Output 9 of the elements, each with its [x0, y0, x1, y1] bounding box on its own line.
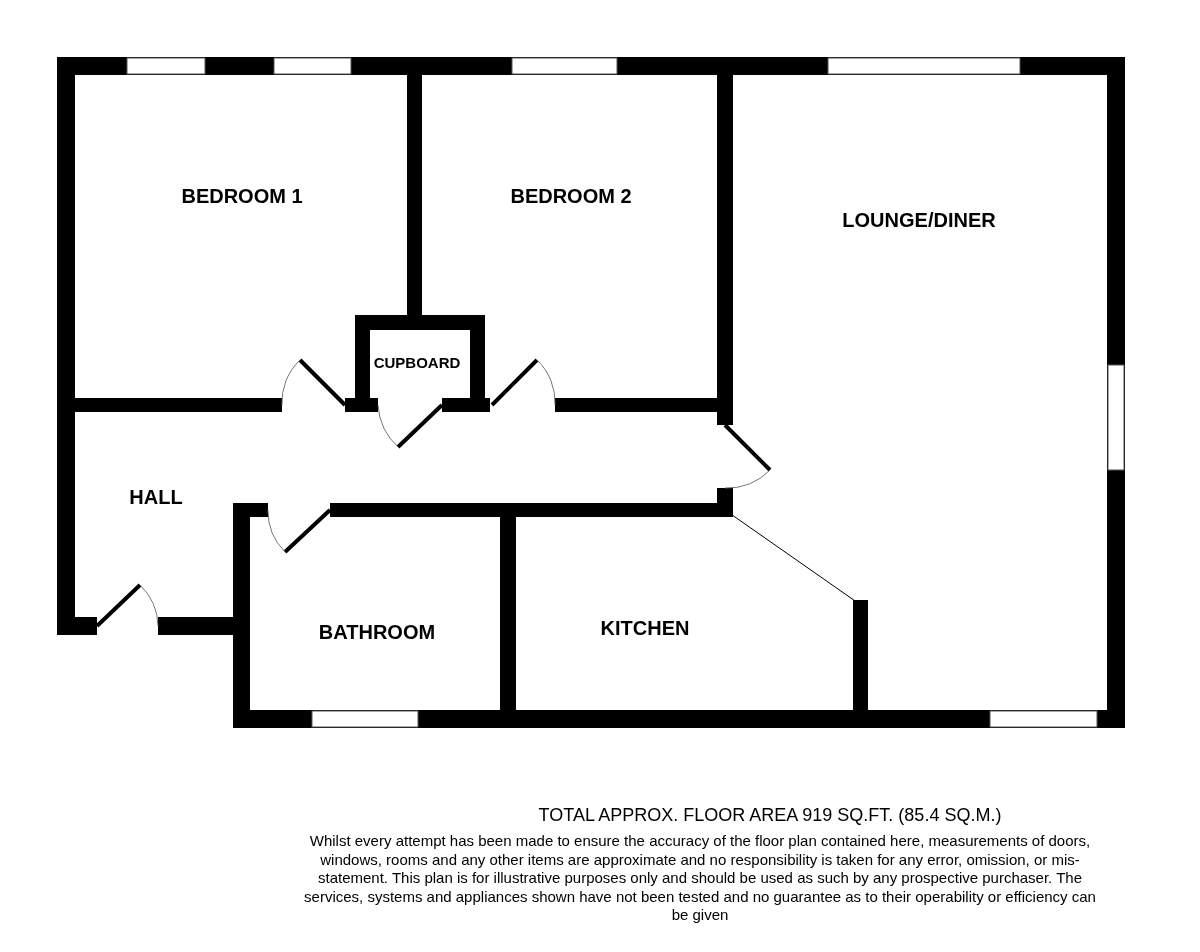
room-label: LOUNGE/DINER [842, 209, 996, 231]
room-label: BEDROOM 1 [181, 185, 303, 207]
floor-area-text: TOTAL APPROX. FLOOR AREA 919 SQ.FT. (85.4 SQ.M.) [537, 805, 1003, 826]
disclaimer-text: Whilst every attempt has been made to ensure the accuracy of the floor plan contained here, measurements of doors, windows, rooms and any other items are approximate and no responsibility is taken for any error, omission, or mis-statement. This plan is for illustrative purposes only and should be used as such by any prospective purchaser. The services, systems and appliances shown have not been tested and no guarantee as to their operability or efficiency can be given [303, 832, 1097, 925]
room-label: BATHROOM [318, 621, 436, 643]
room-label: KITCHEN [600, 617, 690, 639]
room-label: CUPBOARD [373, 354, 461, 372]
room-label: BEDROOM 2 [510, 185, 632, 207]
room-label: HALL [129, 486, 183, 508]
